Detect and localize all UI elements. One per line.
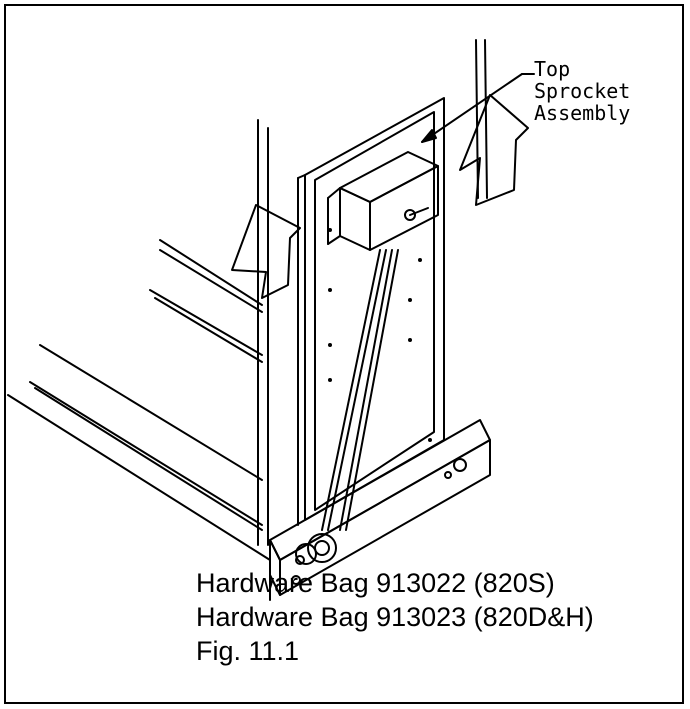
- drive-chains: [321, 249, 399, 531]
- base-rail: [269, 419, 491, 601]
- up-arrow-right-icon: [459, 94, 529, 206]
- bottom-sprocket: [295, 533, 337, 565]
- top-sprocket-box: [327, 151, 439, 251]
- mounting-holes: [328, 228, 432, 442]
- callout-line: Top: [534, 57, 571, 81]
- figure-number: Fig. 11.1: [196, 636, 300, 666]
- hardware-bag-line-2: Hardware Bag 913023 (820D&H): [196, 602, 594, 632]
- up-arrow-left-icon: [231, 204, 301, 299]
- hardware-bag-line-1: Hardware Bag 913022 (820S): [196, 568, 555, 598]
- callout-leader: [421, 73, 535, 143]
- figure-caption: Hardware Bag 913022 (820S) Hardware Bag …: [196, 566, 594, 668]
- lift-panel: [297, 97, 445, 526]
- top-sprocket-label: Top Sprocket Assembly: [534, 58, 630, 124]
- figure-border: [4, 4, 684, 704]
- callout-line: Sprocket: [534, 79, 631, 103]
- callout-line: Assembly: [534, 101, 631, 125]
